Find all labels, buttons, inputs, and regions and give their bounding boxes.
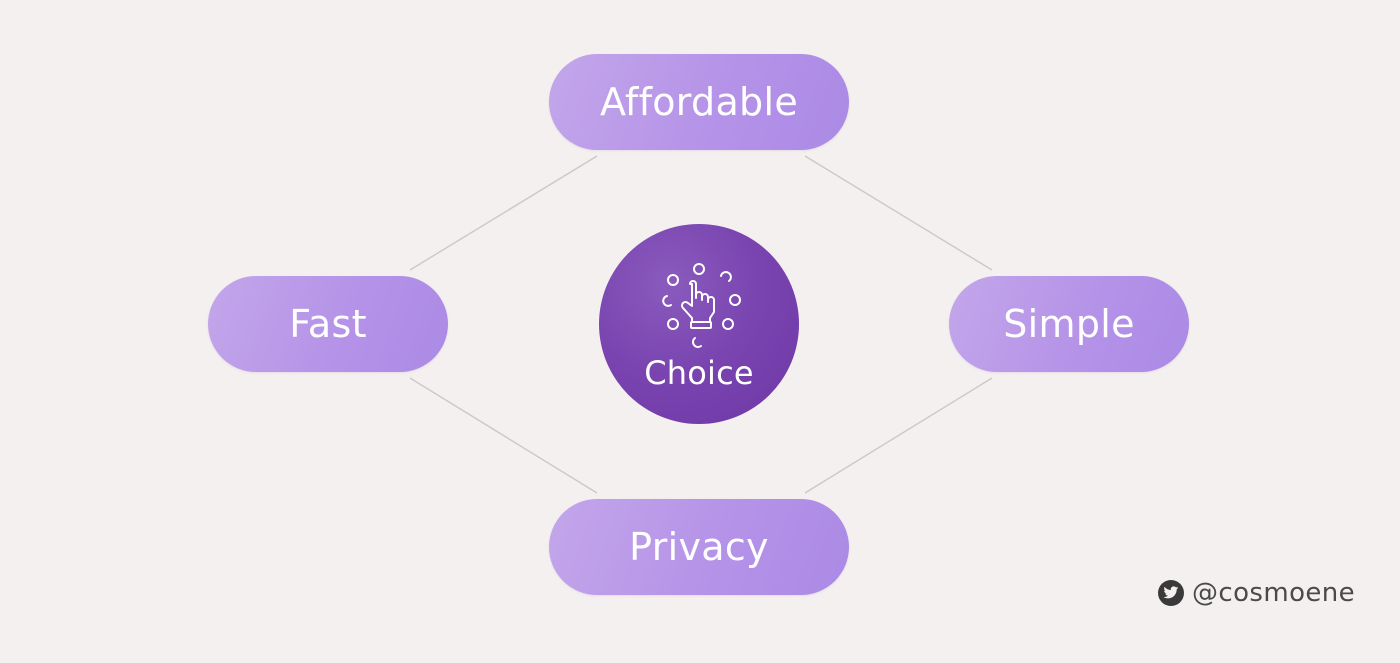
node-privacy: Privacy xyxy=(549,499,849,595)
center-hub: Choice xyxy=(599,224,799,424)
node-affordable-label: Affordable xyxy=(599,80,799,124)
author-handle: @cosmoene xyxy=(1192,578,1356,608)
twitter-bird-icon xyxy=(1158,580,1184,606)
node-fast: Fast xyxy=(208,276,448,372)
node-simple-label: Simple xyxy=(1003,302,1135,346)
node-simple: Simple xyxy=(949,276,1189,372)
node-privacy-label: Privacy xyxy=(629,525,769,569)
center-hub-label: Choice xyxy=(644,354,754,392)
connector-top-left xyxy=(409,155,598,271)
author-credit: @cosmoene xyxy=(1158,578,1355,608)
pointer-choice-icon xyxy=(662,263,741,348)
node-fast-label: Fast xyxy=(289,302,367,346)
connector-bottom-right xyxy=(804,377,993,494)
connector-bottom-left xyxy=(409,377,598,494)
connector-top-right xyxy=(804,155,993,271)
node-affordable: Affordable xyxy=(549,54,849,150)
